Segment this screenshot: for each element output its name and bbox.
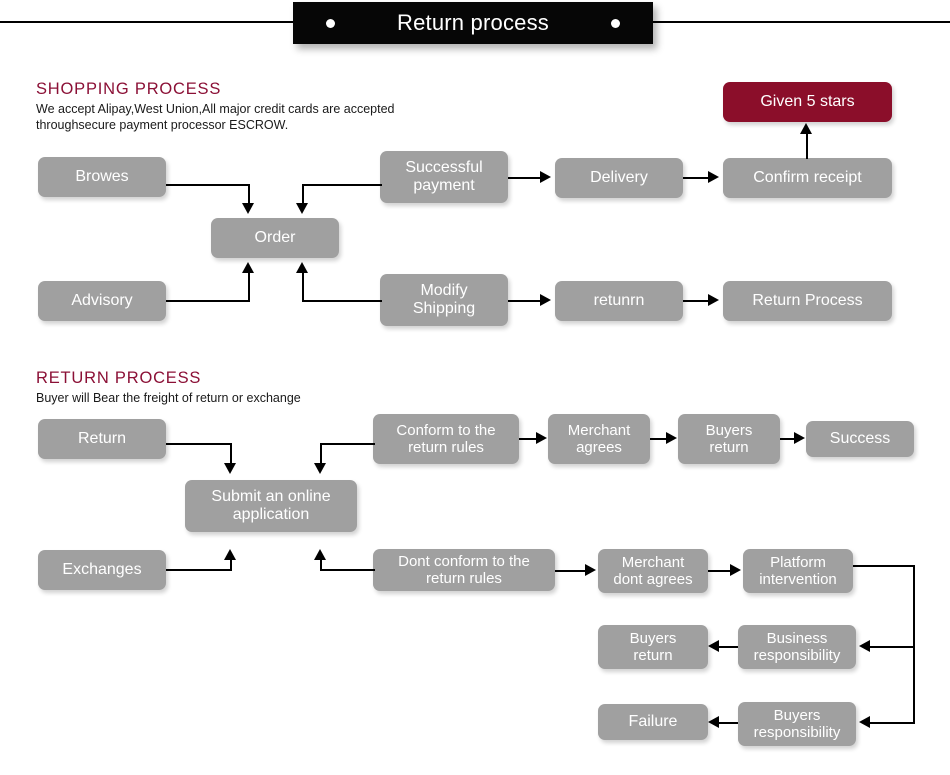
- node-conform-to-return-rules[interactable]: Conform to the return rules: [373, 414, 519, 464]
- arrowhead-payment-order: [296, 203, 308, 214]
- node-buyers-responsibility[interactable]: Buyers responsibility: [738, 702, 856, 746]
- connector-modify-order-h: [302, 300, 382, 302]
- node-buyers-return-top[interactable]: Buyers return: [678, 414, 780, 464]
- arrowhead-return-submit: [224, 463, 236, 474]
- header-rule-left: [0, 21, 295, 23]
- connector-payment-order-v: [302, 184, 304, 205]
- connector-modify-retunrn: [508, 300, 541, 302]
- arrowhead-merchantagrees-buyersreturn: [666, 432, 677, 444]
- connector-dontconform-merchantdont: [555, 570, 586, 572]
- connector-merchantagrees-buyersreturn: [650, 438, 668, 440]
- arrowhead-business-buyersreturn: [708, 640, 719, 652]
- page-title: Return process: [397, 10, 549, 35]
- connector-conform-submit-h: [320, 443, 375, 445]
- section-title-return-process: RETURN PROCESS: [36, 369, 202, 387]
- node-dont-conform-to-return-rules[interactable]: Dont conform to the return rules: [373, 549, 555, 591]
- arrowhead-advisory-order: [242, 262, 254, 273]
- node-advisory[interactable]: Advisory: [38, 281, 166, 321]
- node-merchant-agrees[interactable]: Merchant agrees: [548, 414, 650, 464]
- section-title-shopping-process: SHOPPING PROCESS: [36, 80, 222, 98]
- connector-browes-order-h: [166, 184, 250, 186]
- connector-conform-merchantagrees: [519, 438, 537, 440]
- connector-confirm-stars: [806, 133, 808, 159]
- arrowhead-buyersreturn-success: [794, 432, 805, 444]
- arrowhead-modify-order: [296, 262, 308, 273]
- connector-return-submit-v: [230, 443, 232, 465]
- connector-delivery-confirm: [683, 177, 709, 179]
- connector-exchanges-submit-h: [166, 569, 232, 571]
- node-modify-shipping[interactable]: Modify Shipping: [380, 274, 508, 326]
- bullet-dot-right-icon: [611, 19, 620, 28]
- connector-conform-submit-v: [320, 443, 322, 465]
- connector-exchanges-submit-v: [230, 560, 232, 571]
- connector-advisory-order-h: [166, 300, 250, 302]
- arrowhead-retunrn-returnprocess: [708, 294, 719, 306]
- node-business-responsibility[interactable]: Business responsibility: [738, 625, 856, 669]
- node-given-5-stars[interactable]: Given 5 stars: [723, 82, 892, 122]
- node-exchanges[interactable]: Exchanges: [38, 550, 166, 590]
- connector-bus-business-h: [870, 646, 915, 648]
- arrowhead-dontconform-merchantdont: [585, 564, 596, 576]
- node-submit-online-application[interactable]: Submit an online application: [185, 480, 357, 532]
- connector-browes-order-v: [248, 184, 250, 205]
- header-rule-right: [651, 21, 950, 23]
- connector-dontconform-submit-v: [320, 560, 322, 571]
- node-confirm-receipt[interactable]: Confirm receipt: [723, 158, 892, 198]
- arrowhead-delivery-confirm: [708, 171, 719, 183]
- node-retunrn[interactable]: retunrn: [555, 281, 683, 321]
- connector-payment-delivery: [508, 177, 541, 179]
- connector-platform-bus-h: [853, 565, 915, 567]
- arrowhead-modify-retunrn: [540, 294, 551, 306]
- connector-bus-buyersresp-h: [870, 722, 915, 724]
- node-order[interactable]: Order: [211, 218, 339, 258]
- arrowhead-dontconform-submit: [314, 549, 326, 560]
- arrowhead-browes-order: [242, 203, 254, 214]
- connector-retunrn-returnprocess: [683, 300, 709, 302]
- node-failure[interactable]: Failure: [598, 704, 708, 740]
- node-successful-payment[interactable]: Successful payment: [380, 151, 508, 203]
- connector-buyersreturn-success: [780, 438, 795, 440]
- arrowhead-buyersresp-failure: [708, 716, 719, 728]
- bullet-dot-left-icon: [326, 19, 335, 28]
- node-merchant-dont-agrees[interactable]: Merchant dont agrees: [598, 549, 708, 593]
- connector-business-buyersreturn-h: [719, 646, 738, 648]
- connector-dontconform-submit-h: [320, 569, 375, 571]
- connector-advisory-order-v: [248, 272, 250, 302]
- node-browes[interactable]: Browes: [38, 157, 166, 197]
- node-success[interactable]: Success: [806, 421, 914, 457]
- arrowhead-conform-merchantagrees: [536, 432, 547, 444]
- connector-payment-order-h: [302, 184, 382, 186]
- arrowhead-merchantdont-platform: [730, 564, 741, 576]
- connector-merchantdont-platform: [708, 570, 731, 572]
- arrowhead-payment-delivery: [540, 171, 551, 183]
- node-return[interactable]: Return: [38, 419, 166, 459]
- arrowhead-exchanges-submit: [224, 549, 236, 560]
- arrowhead-confirm-stars: [800, 123, 812, 134]
- node-return-process[interactable]: Return Process: [723, 281, 892, 321]
- header-banner: Return process: [293, 2, 653, 44]
- node-buyers-return-mid[interactable]: Buyers return: [598, 625, 708, 669]
- section-body-shopping-process: We accept Alipay,West Union,All major cr…: [36, 102, 395, 132]
- connector-bus-vertical: [913, 565, 915, 723]
- connector-modify-order-v: [302, 272, 304, 302]
- arrowhead-bus-business: [859, 640, 870, 652]
- section-body-return-process: Buyer will Bear the freight of return or…: [36, 391, 301, 405]
- connector-buyersresp-failure-h: [719, 722, 738, 724]
- node-delivery[interactable]: Delivery: [555, 158, 683, 198]
- arrowhead-conform-submit: [314, 463, 326, 474]
- arrowhead-bus-buyersresp: [859, 716, 870, 728]
- connector-return-submit-h: [166, 443, 232, 445]
- node-platform-intervention[interactable]: Platform intervention: [743, 549, 853, 593]
